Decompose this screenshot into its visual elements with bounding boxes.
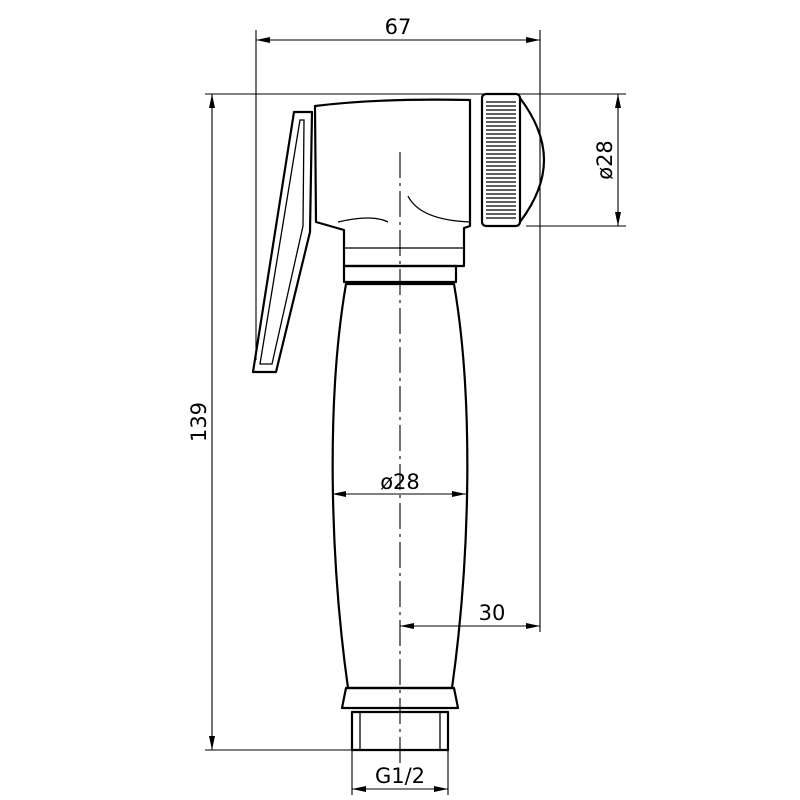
- dim-half-width: 30: [479, 601, 506, 625]
- nozzle-knurling: [486, 101, 516, 219]
- spray-head: [313, 98, 472, 268]
- arrowhead: [434, 786, 448, 792]
- dim-overall-height: 139: [187, 402, 211, 442]
- trigger-lever-inner: [259, 119, 305, 365]
- arrowhead: [452, 491, 466, 497]
- extension-lines: [205, 30, 626, 795]
- arrowhead: [400, 623, 414, 629]
- arrowhead: [526, 623, 540, 629]
- arrowhead: [352, 786, 366, 792]
- head-lower-curve: [337, 217, 389, 223]
- head-inner-curve: [407, 195, 471, 223]
- arrowhead: [615, 212, 621, 226]
- dim-thread: G1/2: [375, 764, 425, 788]
- handle-bottom-collar: [340, 686, 460, 710]
- dim-handle-diameter: ø28: [380, 470, 420, 494]
- arrowhead: [332, 491, 346, 497]
- arrowhead: [256, 37, 270, 43]
- dim-head-diameter: ø28: [593, 140, 617, 180]
- arrowhead: [209, 94, 215, 108]
- trigger-lever: [251, 110, 314, 374]
- sprayer-body: [251, 92, 546, 764]
- arrowhead: [209, 736, 215, 750]
- arrowhead: [615, 94, 621, 108]
- nozzle-face: [518, 96, 546, 224]
- dim-overall-width: 67: [385, 15, 412, 39]
- handle-top-collar: [342, 264, 458, 284]
- arrowhead: [526, 37, 540, 43]
- dimension-lines: 67 ø28 139 ø28 30 G1/2: [187, 15, 621, 792]
